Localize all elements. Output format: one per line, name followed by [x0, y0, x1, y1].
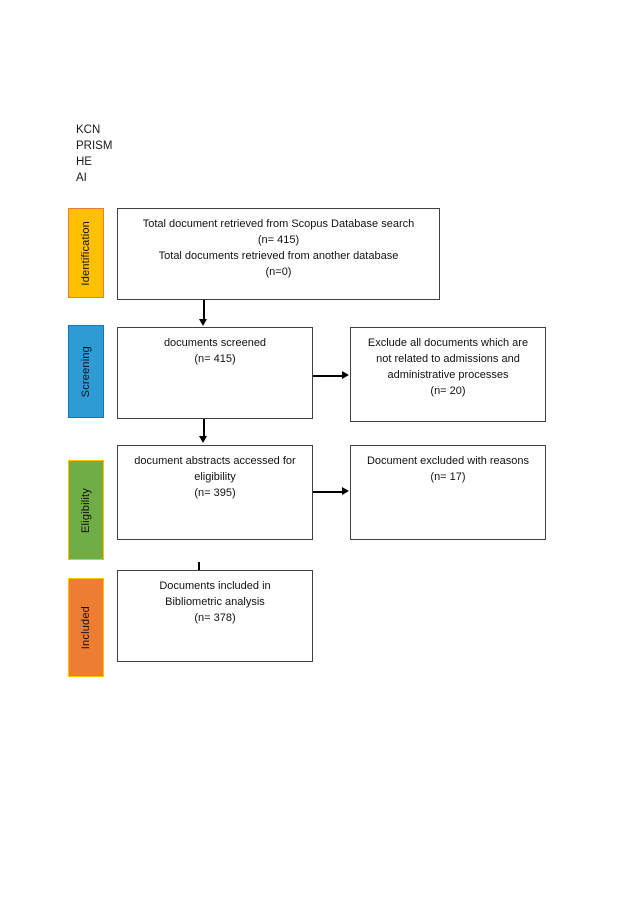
stage-label-included: Included	[68, 578, 104, 677]
stage-label-eligibility: Eligibility	[68, 460, 104, 560]
arrow-right-screening-to-excluded-head	[342, 371, 349, 379]
box-included-main-text: Documents included in Bibliometric analy…	[159, 580, 271, 624]
stage-label-eligibility-text: Eligibility	[80, 487, 92, 533]
stage-label-included-text: Included	[80, 605, 92, 650]
stage-label-screening: Screening	[68, 325, 104, 418]
arrow-down-screening-to-eligibility-head	[199, 436, 207, 443]
arrow-down-identification-to-screening-line	[203, 300, 205, 320]
box-screening-excluded-text: Exclude all documents which are not rela…	[367, 337, 529, 397]
arrow-right-eligibility-to-excluded-line	[313, 491, 343, 493]
arrow-right-screening-to-excluded-line	[313, 375, 343, 377]
arrow-down-identification-to-screening-head	[199, 319, 207, 326]
arrow-down-screening-to-eligibility-line	[203, 419, 205, 437]
box-included-main: Documents included in Bibliometric analy…	[117, 570, 313, 662]
watermark-text: KCN PRISM HE AI	[76, 124, 113, 184]
connector-tick-eligibility-to-included	[198, 562, 200, 570]
box-eligibility-excluded: Document excluded with reasons (n= 17)	[350, 445, 546, 540]
box-identification-main-text: Total document retrieved from Scopus Dat…	[142, 218, 415, 278]
box-eligibility-main: document abstracts accessed for eligibil…	[117, 445, 313, 540]
stage-label-identification: Identification	[68, 208, 104, 298]
box-eligibility-main-text: document abstracts accessed for eligibil…	[134, 455, 296, 499]
box-screening-main: documents screened (n= 415)	[117, 327, 313, 419]
box-identification-main: Total document retrieved from Scopus Dat…	[117, 208, 440, 300]
stage-label-screening-text: Screening	[80, 345, 92, 398]
box-screening-excluded: Exclude all documents which are not rela…	[350, 327, 546, 422]
stage-label-identification-text: Identification	[80, 220, 92, 286]
arrow-right-eligibility-to-excluded-head	[342, 487, 349, 495]
box-screening-main-text: documents screened (n= 415)	[163, 337, 267, 365]
box-eligibility-excluded-text: Document excluded with reasons (n= 17)	[366, 455, 530, 483]
